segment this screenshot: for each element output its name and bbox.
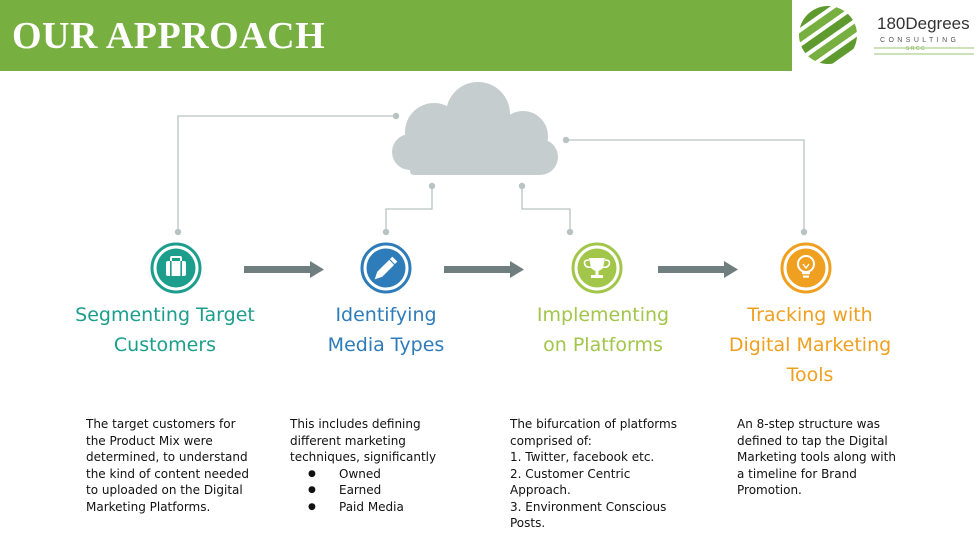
briefcase-icon — [166, 256, 186, 276]
step-3-icon — [571, 242, 623, 294]
list-item: Owned — [290, 466, 436, 483]
step-4-description: An 8-step structure was defined to tap t… — [737, 417, 896, 497]
brand-subtitle: CONSULTING — [880, 37, 960, 44]
step-2-description: This includes defining different marketi… — [290, 416, 436, 515]
arrow-1 — [244, 261, 324, 278]
step-4-icon — [780, 242, 832, 294]
brand-name: 180Degrees — [877, 14, 970, 33]
arrow-2 — [444, 261, 524, 278]
step-1-description: The target customers for the Product Mix… — [86, 417, 249, 514]
list-item: Earned — [290, 482, 436, 499]
arrow-3 — [658, 261, 738, 278]
step-3-heading: Implementing on Platforms — [536, 304, 670, 356]
lightbulb-icon — [797, 255, 815, 278]
list-item: Paid Media — [290, 499, 436, 516]
connector-lines — [177, 115, 805, 231]
cloud-icon — [392, 82, 558, 175]
step-2-icon — [360, 242, 412, 294]
striped-globe-icon — [799, 6, 974, 64]
header-bar: OUR APPROACH — [0, 0, 792, 71]
step-1-heading: Segmenting Target Customers — [75, 304, 255, 356]
page-title: OUR APPROACH — [12, 15, 326, 57]
process-arrows — [244, 261, 738, 278]
brand-tag: SRCC — [906, 46, 927, 52]
pencil-icon — [374, 256, 398, 280]
media-types-list: Owned Earned Paid Media — [290, 466, 436, 516]
step-4-heading: Tracking with Digital Marketing Tools — [728, 304, 892, 386]
step-3-description: The bifurcation of platforms comprised o… — [510, 417, 677, 530]
step-1-icon — [150, 242, 202, 294]
trophy-icon — [583, 258, 611, 278]
connector-dots — [174, 112, 808, 236]
logo — [792, 0, 980, 71]
step-2-heading: Identifying Media Types — [327, 304, 445, 356]
